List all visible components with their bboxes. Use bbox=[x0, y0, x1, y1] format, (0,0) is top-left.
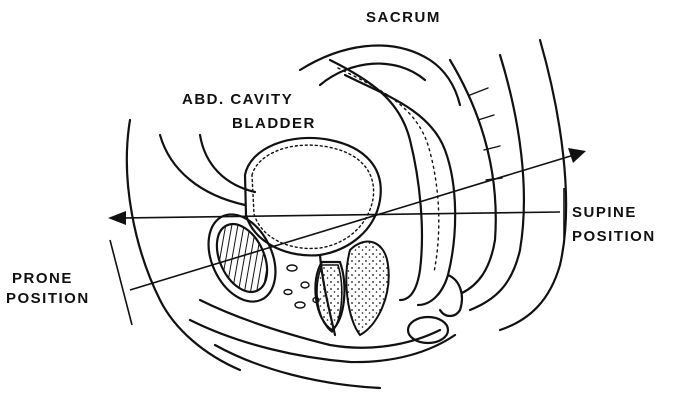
supine-arrowhead bbox=[108, 211, 126, 225]
perineal-node-2 bbox=[301, 282, 309, 288]
outer-back-contour bbox=[500, 40, 566, 330]
perineal-node-3 bbox=[284, 290, 292, 295]
prostate-gland bbox=[317, 265, 342, 332]
prone-arrowhead bbox=[568, 148, 586, 163]
testis bbox=[408, 317, 448, 343]
outer-back-contour-2 bbox=[470, 55, 524, 310]
label-prone-2: POSITION bbox=[6, 290, 90, 307]
vertebra-mark-2 bbox=[478, 115, 494, 120]
perineal-node-4 bbox=[295, 302, 305, 308]
label-prone-1: PRONE bbox=[12, 270, 73, 287]
label-abd-cavity: ABD. CAVITY bbox=[182, 91, 293, 108]
sacrum-upper-curve bbox=[300, 46, 460, 105]
thigh-contour bbox=[215, 345, 380, 388]
perineal-node-1 bbox=[287, 265, 297, 271]
label-bladder: BLADDER bbox=[232, 115, 316, 132]
pubic-bone bbox=[207, 216, 277, 300]
sacrum-inner-curve bbox=[320, 64, 425, 85]
supine-beam-line bbox=[120, 212, 560, 218]
label-supine-2: POSITION bbox=[572, 228, 656, 245]
anal-canal bbox=[440, 275, 462, 316]
peritoneum-line bbox=[200, 135, 255, 192]
vertebra-mark-1 bbox=[470, 88, 488, 95]
seminal-vesicle bbox=[346, 242, 388, 335]
bladder-wall-texture bbox=[252, 145, 374, 248]
label-supine-1: SUPINE bbox=[572, 204, 637, 221]
label-sacrum: SACRUM bbox=[366, 9, 441, 26]
prone-tick bbox=[110, 240, 132, 325]
